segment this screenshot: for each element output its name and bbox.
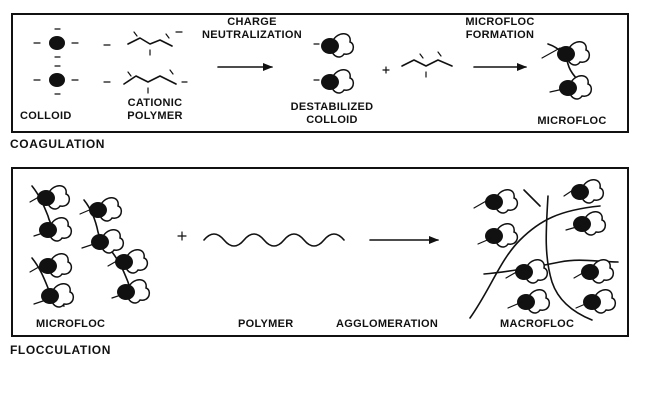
destabilized-colloid-particle: [320, 32, 355, 58]
cationic-polymer-chain: [123, 69, 188, 94]
microfloc-cluster: [107, 248, 151, 304]
destabilized-colloid-label-line2: COLLOID: [306, 114, 358, 126]
colloid-particle: [33, 28, 111, 58]
microfloc-cluster: [79, 196, 125, 254]
polymer-label: POLYMER: [238, 318, 293, 330]
polymer-fragment: [401, 51, 453, 78]
cationic-polymer-label-line2: POLYMER: [127, 110, 182, 122]
polymer-chain: [203, 233, 345, 247]
destabilized-colloid-label-line1: DESTABILIZED: [291, 101, 374, 113]
colloid-label: COLLOID: [20, 110, 72, 122]
plus-sign: [382, 66, 390, 74]
coagulation-panel: COLLOID CATIONIC POLYMER CHARGE NEUTRALI…: [11, 13, 629, 133]
plus-sign: [177, 231, 187, 241]
flocculation-section-label: FLOCCULATION: [10, 343, 111, 357]
microfloc-formation-label-line1: MICROFLOC: [465, 16, 534, 28]
coagulation-section-label: COAGULATION: [10, 137, 105, 151]
cationic-polymer-chain: [127, 31, 183, 56]
coagulation-frame: [11, 13, 629, 133]
colloid-particle: [33, 65, 111, 95]
charge-neutralization-label-line1: CHARGE: [227, 16, 276, 28]
microfloc-cluster: [541, 40, 593, 100]
flocculation-frame: [11, 167, 629, 337]
microfloc-cluster: [29, 252, 75, 308]
flocculation-panel: MICROFLOC POLYMER AGGLOMERATION MACROFLO…: [11, 167, 629, 337]
microfloc-cluster: [29, 184, 73, 242]
microfloc-label: MICROFLOC: [537, 115, 606, 127]
destabilized-colloid-particle: [320, 68, 355, 94]
macrofloc-cluster: [469, 178, 619, 321]
charge-neutralization-label-line2: NEUTRALIZATION: [202, 29, 302, 41]
macrofloc-label: MACROFLOC: [500, 318, 574, 330]
microfloc-formation-label-line2: FORMATION: [466, 29, 535, 41]
agglomeration-label: AGGLOMERATION: [336, 318, 438, 330]
microfloc-label: MICROFLOC: [36, 318, 105, 330]
cationic-polymer-label-line1: CATIONIC: [128, 97, 183, 109]
